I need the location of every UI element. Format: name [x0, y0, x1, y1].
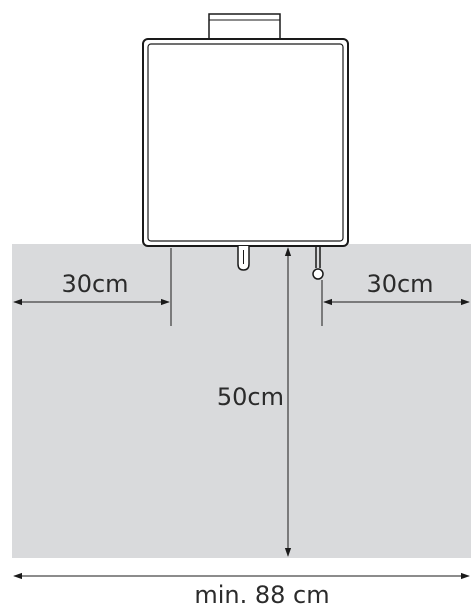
- right-clearance-label: 30cm: [366, 270, 433, 298]
- left-clearance-label: 30cm: [61, 270, 128, 298]
- drain-tube: [237, 246, 250, 271]
- clearance-zone: [12, 244, 471, 558]
- flue-collar: [208, 13, 281, 41]
- control-valve: [312, 246, 324, 280]
- front-clearance-label: 50cm: [217, 383, 284, 411]
- total-width-label: min. 88 cm: [194, 581, 329, 609]
- appliance-body: [142, 38, 349, 247]
